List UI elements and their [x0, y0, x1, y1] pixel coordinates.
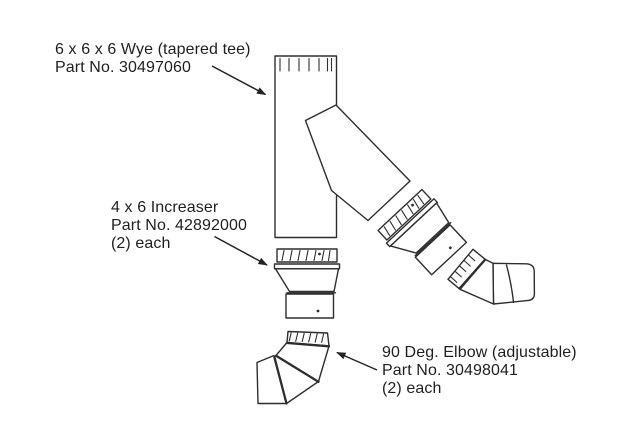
elbow-joint-line: [458, 258, 486, 290]
elbow-joint-line: [273, 356, 288, 405]
elbow-end-segment: [492, 262, 536, 305]
elbow-joint-line: [275, 354, 320, 383]
elbow-90deg-bottom: [256, 330, 331, 405]
elbow-joint-line: [286, 341, 331, 348]
wye-crimp-hatch: [279, 57, 333, 72]
callout-increaser-qty: (2) each: [111, 235, 171, 252]
callout-increaser-label: 4 x 6 Increaser Part No. 42892000 (2) ea…: [111, 199, 247, 253]
callout-arrows: [211, 65, 378, 371]
wye-fitting: [274, 55, 411, 239]
callout-wye-label: 6 x 6 x 6 Wye (tapered tee) Part No. 304…: [55, 41, 251, 77]
elbow-callout-arrow: [336, 351, 378, 371]
callout-elbow-label: 90 Deg. Elbow (adjustable) Part No. 3049…: [382, 344, 577, 398]
wye-branch: [304, 104, 411, 222]
callout-increaser-part-no: Part No. 42892000: [111, 217, 248, 234]
callout-wye-title: 6 x 6 x 6 Wye (tapered tee): [55, 41, 251, 58]
elbow-crimp-hatch: [450, 254, 476, 283]
elbow-crimp-hatch: [288, 332, 325, 343]
callout-elbow-title: 90 Deg. Elbow (adjustable): [382, 344, 577, 361]
callout-elbow-qty: (2) each: [382, 380, 442, 397]
elbow-90deg-right: [447, 248, 536, 305]
elbow-seam-curve: [505, 264, 515, 303]
increaser-vertical: [273, 248, 341, 319]
callout-increaser-title: 4 x 6 Increaser: [111, 199, 219, 216]
callout-elbow-part-no: Part No. 30498041: [382, 362, 519, 379]
wye-callout-arrow: [211, 65, 267, 96]
increaser-callout-arrow: [214, 235, 268, 266]
callout-wye-part-no: Part No. 30497060: [55, 59, 192, 76]
